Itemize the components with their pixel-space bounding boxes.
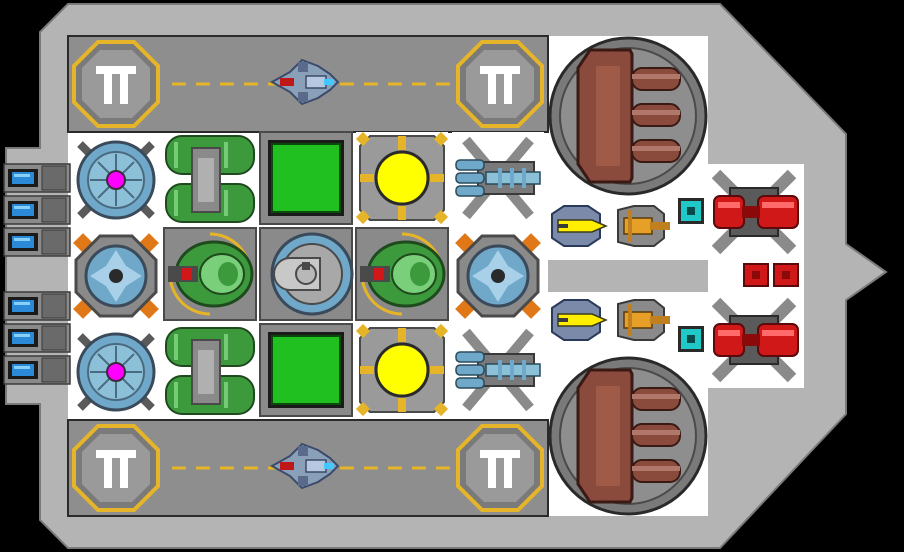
battery-icon[interactable]: [771, 261, 801, 289]
cockpit-icon[interactable]: [258, 226, 354, 322]
hangar-pad-icon[interactable]: [456, 40, 544, 128]
hangar-pad-icon[interactable]: [72, 424, 160, 512]
corridor: [548, 260, 708, 292]
generator-icon[interactable]: [163, 325, 257, 419]
thruster-icon[interactable]: [3, 291, 71, 321]
light-icon[interactable]: [354, 130, 450, 226]
thruster-icon[interactable]: [3, 355, 71, 385]
screen-icon[interactable]: [259, 323, 353, 417]
turret-icon[interactable]: [548, 356, 708, 516]
reactor-icon[interactable]: [450, 228, 546, 324]
hangar-bay-bottom[interactable]: [67, 419, 549, 517]
battery-icon[interactable]: [708, 166, 800, 258]
plasma-cannon-icon[interactable]: [354, 226, 450, 322]
thruster-icon[interactable]: [3, 227, 71, 257]
screen-icon[interactable]: [259, 131, 353, 225]
hangar-pad-icon[interactable]: [72, 40, 160, 128]
hangar-pad-icon[interactable]: [456, 424, 544, 512]
battery-icon[interactable]: [741, 261, 771, 289]
plasma-cannon-icon[interactable]: [613, 297, 671, 343]
railgun-icon[interactable]: [547, 297, 609, 343]
railgun-icon[interactable]: [547, 203, 609, 249]
battery-icon[interactable]: [678, 326, 704, 352]
hangar-bay-top[interactable]: [67, 35, 549, 133]
turret-icon[interactable]: [548, 36, 708, 196]
reactor-icon[interactable]: [68, 228, 164, 324]
thruster-icon[interactable]: [3, 195, 71, 225]
generator-icon[interactable]: [163, 133, 257, 227]
thruster-icon[interactable]: [3, 163, 71, 193]
light-icon[interactable]: [354, 322, 450, 418]
plasma-cannon-icon[interactable]: [162, 226, 258, 322]
plasma-cannon-icon[interactable]: [613, 203, 671, 249]
railgun-icon[interactable]: [452, 324, 544, 416]
reactor-icon[interactable]: [70, 134, 162, 226]
battery-icon[interactable]: [708, 294, 800, 386]
railgun-icon[interactable]: [452, 132, 544, 224]
reactor-icon[interactable]: [70, 326, 162, 418]
battery-icon[interactable]: [678, 198, 704, 224]
thruster-icon[interactable]: [3, 323, 71, 353]
